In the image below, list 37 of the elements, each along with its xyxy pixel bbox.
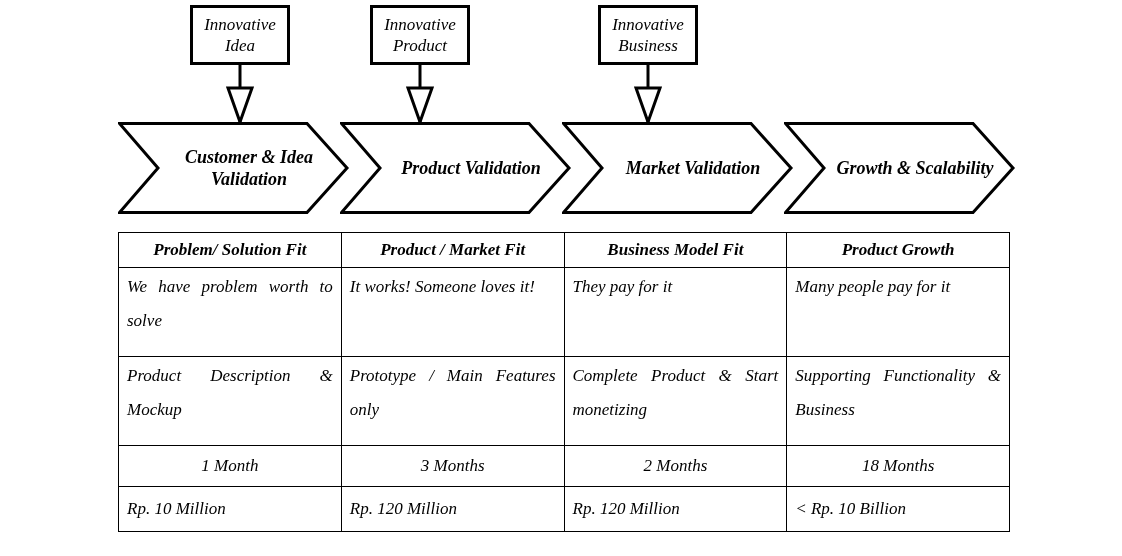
- table-cell: Rp. 10 Million: [118, 486, 342, 532]
- table-cell: Rp. 120 Million: [564, 486, 787, 532]
- callout-box: [370, 5, 470, 65]
- chevron-stage: [784, 122, 1016, 214]
- table-cell: We have problem worth to solve: [118, 267, 342, 357]
- header-cell: Business Model Fit: [564, 232, 787, 268]
- chevron-stage: [118, 122, 350, 214]
- header-cell: Product / Market Fit: [341, 232, 564, 268]
- header-cell: Product Growth: [786, 232, 1010, 268]
- table-cell: They pay for it: [564, 267, 787, 357]
- callout-label: Innovative Product: [383, 13, 457, 57]
- stage-label: Customer & Idea Validation: [184, 145, 314, 191]
- table-cell: 18 Months: [786, 445, 1010, 487]
- table-cell: Supporting Functionality & Business: [786, 356, 1010, 446]
- table-cell: 2 Months: [564, 445, 787, 487]
- stage-label: Product Validation: [400, 156, 541, 180]
- callout-label: Innovative Business: [611, 13, 685, 57]
- table-cell: Rp. 120 Million: [341, 486, 564, 532]
- header-cell: Problem/ Solution Fit: [118, 232, 342, 268]
- table-cell: Many people pay for it: [786, 267, 1010, 357]
- table-cell: 3 Months: [341, 445, 564, 487]
- table-cell: Product Description & Mockup: [118, 356, 342, 446]
- arrow: [406, 65, 434, 124]
- callout-box: [190, 5, 290, 65]
- chevron-stage: [340, 122, 572, 214]
- table-cell: 1 Month: [118, 445, 342, 487]
- table-cell: < Rp. 10 Billion: [786, 486, 1010, 532]
- arrow: [634, 65, 662, 124]
- stage-label: Growth & Scalability: [835, 156, 994, 180]
- table-cell: Prototype / Main Features only: [341, 356, 564, 446]
- table-cell: It works! Someone loves it!: [341, 267, 564, 357]
- callout-label: Innovative Idea: [203, 13, 277, 57]
- chevron-stage: [562, 122, 794, 214]
- arrow: [226, 65, 254, 124]
- callout-box: [598, 5, 698, 65]
- table-cell: Complete Product & Start monetizing: [564, 356, 787, 446]
- stage-label: Market Validation: [624, 156, 761, 180]
